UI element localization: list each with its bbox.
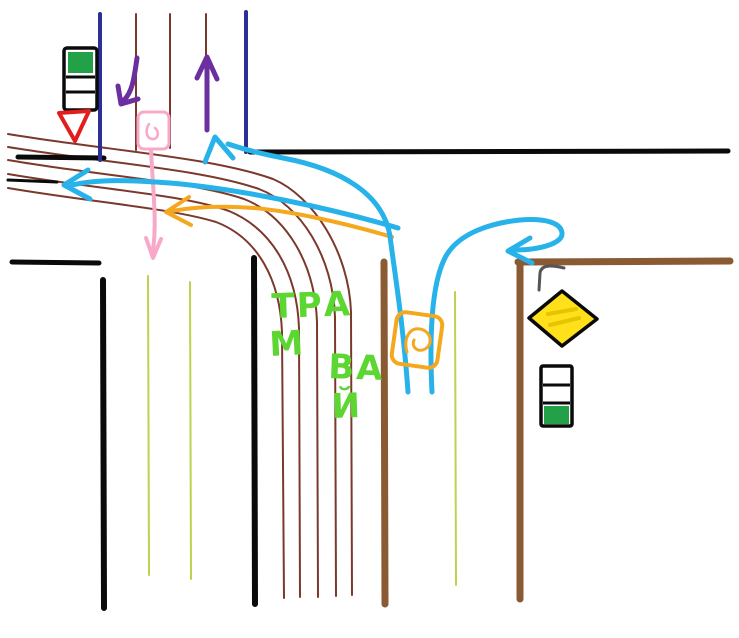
- priority-road-sign: [527, 289, 599, 348]
- road-edges-black: [6, 148, 731, 611]
- cyan-up-arrow-head: [202, 134, 236, 165]
- lower-lane-markings: [147, 275, 457, 586]
- traffic-light-bottom-green-cell: [544, 406, 569, 424]
- sign-mount-hook: [537, 264, 566, 292]
- green-lane-line-1: [147, 275, 150, 576]
- traffic-light-top-green-cell: [68, 52, 93, 73]
- tram-label-line1: ТРА: [271, 284, 353, 327]
- yield-sign: [57, 109, 91, 143]
- curb-right-horizontal: [514, 257, 734, 266]
- top-road-edges-navy: [98, 10, 248, 162]
- orange-annotation: [164, 195, 394, 239]
- tram-label-line2: М: [268, 323, 306, 365]
- green-lane-line-2: [189, 281, 192, 580]
- road-edge-top-right: [247, 148, 731, 155]
- orange-box-outline: [389, 310, 445, 370]
- road-edge-top-left: [15, 154, 107, 161]
- purple-down-arrow-shaft: [120, 55, 140, 104]
- tram-label-line3: ВА: [328, 347, 386, 389]
- tram-label-line4: Й: [331, 385, 363, 427]
- orange-left-arrow-head: [164, 195, 193, 227]
- curb-median-vertical: [380, 258, 389, 608]
- purple-up-arrow-head: [194, 54, 220, 82]
- tram-label: ТРА М ВА Й: [268, 284, 385, 427]
- orange-left-arrow-shaft: [170, 204, 394, 239]
- orange-box-spiral: [404, 327, 432, 354]
- cyan-hook-arrow-shaft: [428, 217, 565, 395]
- cyan-up-arrow-shaft: [225, 141, 411, 395]
- cyan-left-arrow-head: [61, 167, 93, 202]
- tram-track-curve-1: [7, 187, 285, 599]
- purple-down-arrow-head: [115, 83, 141, 107]
- pink-down-arrow-shaft: [149, 148, 157, 252]
- cyan-left-arrow-shaft: [69, 178, 401, 231]
- brown-curbs: [380, 257, 734, 608]
- pink-annotation: [136, 110, 171, 260]
- traffic-light-bottom-body: [539, 364, 574, 428]
- road-edge-middle-vertical: [251, 255, 258, 607]
- green-lane-line-3: [454, 291, 457, 586]
- orange-spiral-box: [389, 310, 445, 370]
- road-edge-corner-vertical: [100, 277, 107, 611]
- traffic-light-bottom-right: [539, 364, 574, 428]
- pink-down-arrow-head: [144, 236, 163, 260]
- cyan-route-arrows: [61, 134, 565, 395]
- priority-sign-shading: [546, 307, 581, 327]
- cyan-hook-arrow-head: [505, 235, 535, 266]
- pink-marker-scribble: [145, 122, 160, 141]
- purple-lane-arrows: [115, 54, 220, 133]
- road-edge-corner-horizontal: [9, 259, 102, 266]
- road-edge-left-short: [6, 178, 59, 184]
- tram-track-curve-5: [7, 133, 353, 596]
- pink-marker-box: [136, 110, 171, 151]
- priority-sign-diamond: [527, 289, 599, 348]
